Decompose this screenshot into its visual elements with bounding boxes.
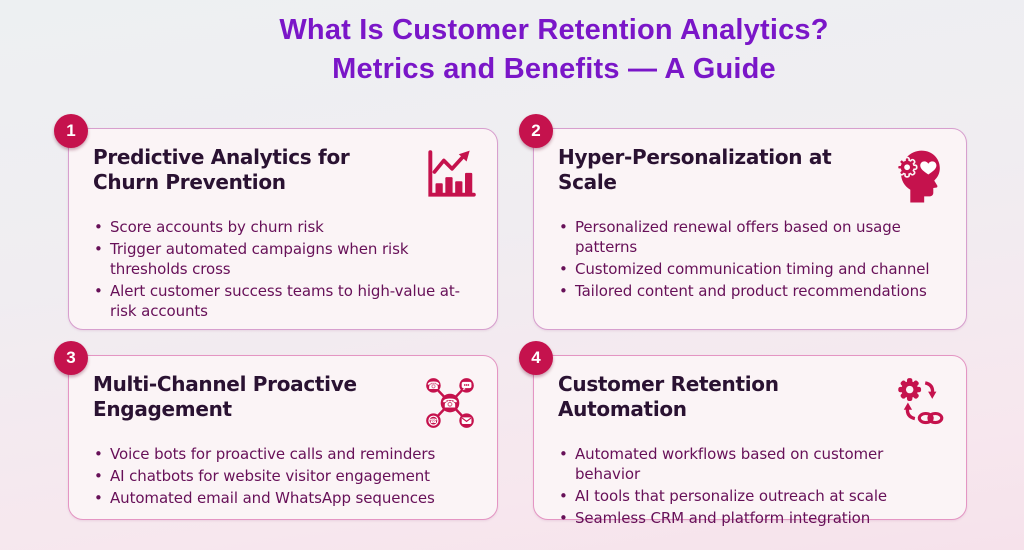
card-predictive-analytics: 1 Predictive Analytics for Churn Prevent…	[54, 114, 498, 330]
card-3-title: Multi-Channel Proactive Engagement	[93, 372, 357, 421]
card-3-number-badge: 3	[54, 341, 88, 375]
bullet-item: Seamless CRM and platform integration	[558, 508, 948, 528]
bullet-item: Personalized renewal offers based on usa…	[558, 217, 948, 257]
multichannel-network-icon: ☎ ☎ ☎	[421, 373, 479, 431]
bullet-item: AI tools that personalize outreach at sc…	[558, 486, 948, 506]
card-hyper-personalization: 2 Hyper-Personalization at Scale	[519, 114, 967, 330]
svg-text:☎: ☎	[442, 395, 457, 410]
card-2-bullet-list: Personalized renewal offers based on usa…	[558, 217, 948, 301]
svg-text:☎: ☎	[430, 418, 438, 425]
card-retention-automation: 4 Customer Retention Automation	[519, 341, 967, 528]
card-1-number-badge: 1	[54, 114, 88, 148]
bullet-item: Alert customer success teams to high-val…	[93, 281, 479, 321]
bullet-item: Trigger automated campaigns when risk th…	[93, 239, 479, 279]
card-4-number-badge: 4	[519, 341, 553, 375]
bullet-item: Customized communication timing and chan…	[558, 259, 948, 279]
automation-gear-chain-icon	[890, 373, 948, 431]
personalization-head-heart-gear-icon	[890, 146, 948, 204]
page-title-line-1: What Is Customer Retention Analytics?	[279, 14, 829, 46]
bullet-item: Automated workflows based on customer be…	[558, 444, 948, 484]
card-multichannel-engagement: 3 Multi-Channel Proactive Engagement ☎ ☎…	[54, 341, 498, 520]
card-1-bullet-list: Score accounts by churn risk Trigger aut…	[93, 217, 479, 321]
card-2-title: Hyper-Personalization at Scale	[558, 145, 832, 194]
page-title-line-2: Metrics and Benefits — A Guide	[332, 53, 776, 85]
card-2-number-badge: 2	[519, 114, 553, 148]
bullet-item: Score accounts by churn risk	[93, 217, 479, 237]
card-3-bullet-list: Voice bots for proactive calls and remin…	[93, 444, 479, 508]
card-4-bullet-list: Automated workflows based on customer be…	[558, 444, 948, 528]
page-title: What Is Customer Retention Analytics? Me…	[42, 11, 1024, 89]
bullet-item: Voice bots for proactive calls and remin…	[93, 444, 479, 464]
card-4-title: Customer Retention Automation	[558, 372, 779, 421]
card-1-title: Predictive Analytics for Churn Preventio…	[93, 145, 350, 194]
growth-chart-icon	[421, 146, 479, 204]
svg-text:☎: ☎	[427, 380, 440, 392]
bullet-item: AI chatbots for website visitor engageme…	[93, 466, 479, 486]
bullet-item: Automated email and WhatsApp sequences	[93, 488, 479, 508]
bullet-item: Tailored content and product recommendat…	[558, 281, 948, 301]
